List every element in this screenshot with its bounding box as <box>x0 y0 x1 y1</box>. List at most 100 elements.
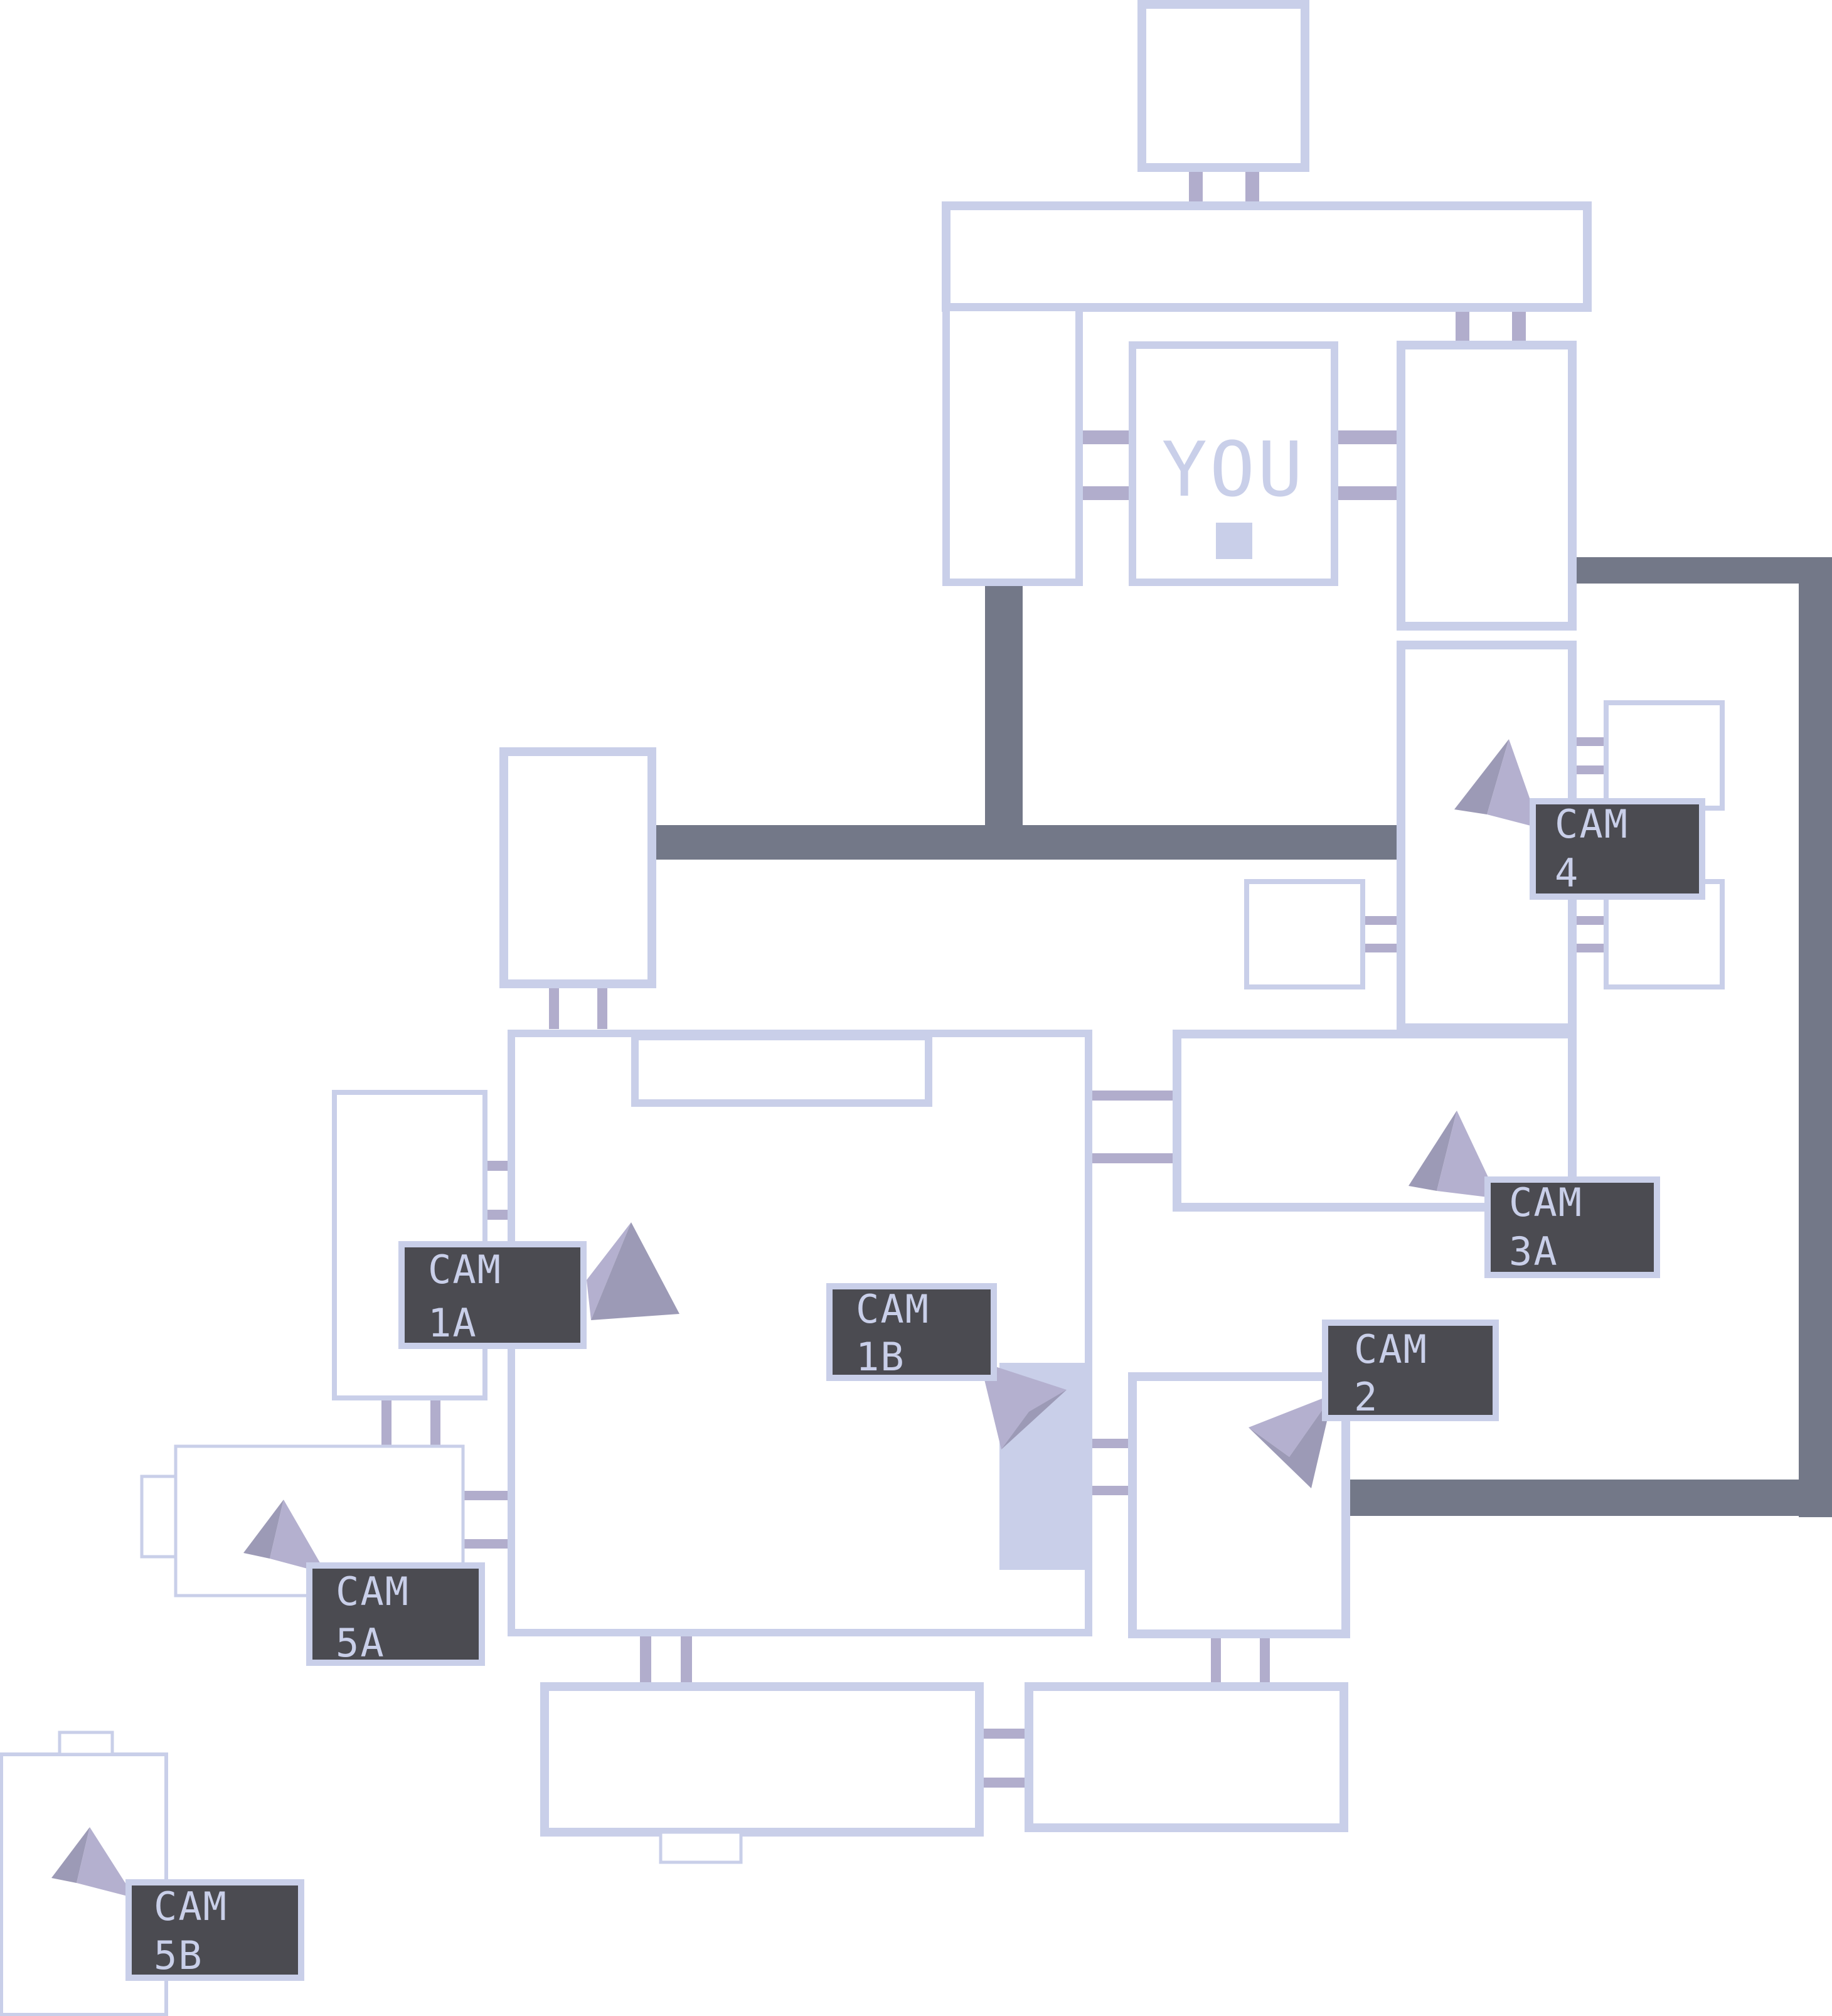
room-5b-nub <box>58 1731 114 1756</box>
door <box>1575 944 1606 952</box>
camera-button-cam-5a[interactable]: CAM 5A <box>243 1500 485 1666</box>
room-parts-service-nub <box>140 1475 178 1559</box>
doors <box>381 168 1606 1788</box>
you-indicator <box>1216 523 1252 559</box>
door <box>597 984 607 1029</box>
room-3a <box>1173 1030 1577 1212</box>
camera-label-box[interactable] <box>1322 1320 1499 1421</box>
camera-button-cam-2[interactable]: CAM 2 <box>1249 1320 1499 1488</box>
camera-label-box[interactable] <box>1530 798 1705 900</box>
camera-label-line2: 5B <box>154 1933 203 1978</box>
camera-cone-icon <box>980 1362 1067 1449</box>
room-kitchen-nub <box>659 1830 743 1864</box>
camera-cone-icon <box>1001 1390 1067 1449</box>
camera-cone-icon <box>587 1222 631 1320</box>
room-kitchen <box>540 1682 984 1837</box>
camera-label-line2: 4 <box>1555 850 1579 896</box>
camera-cone-icon <box>1454 739 1509 814</box>
camera-cone-icon <box>1437 1111 1498 1198</box>
room-stage <box>631 1033 932 1107</box>
camera-cone-icon <box>51 1827 90 1883</box>
camera-button-cam-3a[interactable]: CAM 3A <box>1409 1111 1660 1278</box>
camera-cone-icon <box>243 1500 284 1559</box>
door <box>486 1210 511 1220</box>
door <box>1079 430 1129 444</box>
door <box>486 1161 511 1171</box>
rooms <box>0 0 1725 2016</box>
camera-cone-icon <box>270 1500 326 1574</box>
camera-label-line2: 2 <box>1354 1374 1378 1420</box>
door <box>982 1729 1025 1739</box>
you-label: YOU <box>1162 427 1306 514</box>
door <box>1575 765 1606 774</box>
camera-label-line2: 1B <box>856 1334 905 1380</box>
corridor-vertical-center <box>985 584 1023 853</box>
room-top-hall <box>942 201 1592 312</box>
door <box>1336 486 1399 500</box>
door <box>1456 307 1469 345</box>
camera-cone-icon <box>1487 739 1540 828</box>
door <box>1512 307 1526 345</box>
door <box>1260 1635 1270 1685</box>
door <box>1089 1153 1173 1163</box>
door <box>640 1635 651 1685</box>
camera-label-box[interactable] <box>398 1241 587 1349</box>
camera-cone-icon <box>1249 1394 1333 1457</box>
door <box>1089 1486 1132 1495</box>
camera-label-box[interactable] <box>306 1562 485 1666</box>
camera-label-line1: CAM <box>154 1884 228 1929</box>
camera-label-line2: 5A <box>336 1620 385 1666</box>
door <box>1211 1635 1221 1685</box>
room-closet-3 <box>1244 879 1365 989</box>
room-closet-1 <box>1604 700 1725 811</box>
camera-label-box[interactable] <box>826 1283 997 1381</box>
camera-cone-icon <box>1409 1111 1457 1191</box>
office-marker: YOU <box>1162 427 1306 559</box>
camera-label-box[interactable] <box>1484 1176 1660 1278</box>
camera-label-line2: 1A <box>428 1300 477 1346</box>
door <box>463 1539 510 1549</box>
corridor-left-horizontal <box>652 825 1399 860</box>
camera-label-line1: CAM <box>1509 1180 1583 1225</box>
camera-cone-icon <box>591 1222 679 1320</box>
door <box>1575 916 1606 925</box>
door <box>381 1398 391 1446</box>
camera-label-line1: CAM <box>1354 1326 1428 1372</box>
room-east-hall-upper <box>1397 341 1577 631</box>
camera-button-cam-5b[interactable]: CAM 5B <box>51 1827 304 1981</box>
camera-cone-icon <box>1249 1394 1333 1488</box>
corridor-right-bottom <box>1349 1480 1832 1516</box>
camera-button-cam-1b[interactable]: CAM 1B <box>826 1283 1067 1449</box>
camera-label-line1: CAM <box>1555 801 1629 847</box>
door <box>430 1398 440 1446</box>
door <box>1575 737 1606 746</box>
door <box>1079 486 1129 500</box>
camera-cone-icon <box>77 1827 135 1898</box>
corridor-right-vertical <box>1799 557 1832 1517</box>
camera-label-line1: CAM <box>856 1286 930 1332</box>
cameras[interactable]: CAM 4 CAM 3A CAM 1A CAM 1B <box>51 739 1705 1981</box>
door <box>1089 1439 1132 1448</box>
room-top-small <box>1137 0 1309 172</box>
room-backstage-north <box>499 747 656 988</box>
camera-label-line1: CAM <box>428 1247 502 1293</box>
door <box>1336 430 1399 444</box>
door <box>463 1491 510 1500</box>
camera-label-box[interactable] <box>125 1879 304 1981</box>
camera-label-line2: 3A <box>1509 1229 1558 1274</box>
camera-label-line1: CAM <box>336 1569 410 1614</box>
room-restrooms <box>1025 1682 1348 1832</box>
corridors <box>652 557 1832 1517</box>
door <box>982 1778 1025 1788</box>
room-west-hall <box>942 304 1083 586</box>
door <box>1361 916 1399 925</box>
camera-button-cam-4[interactable]: CAM 4 <box>1454 739 1705 900</box>
door <box>681 1635 692 1685</box>
door <box>1089 1091 1173 1101</box>
corridor-right-top <box>1575 557 1832 584</box>
camera-button-cam-1a[interactable]: CAM 1A <box>398 1222 679 1349</box>
door <box>549 984 559 1029</box>
door <box>1361 944 1399 952</box>
door <box>1245 168 1259 212</box>
